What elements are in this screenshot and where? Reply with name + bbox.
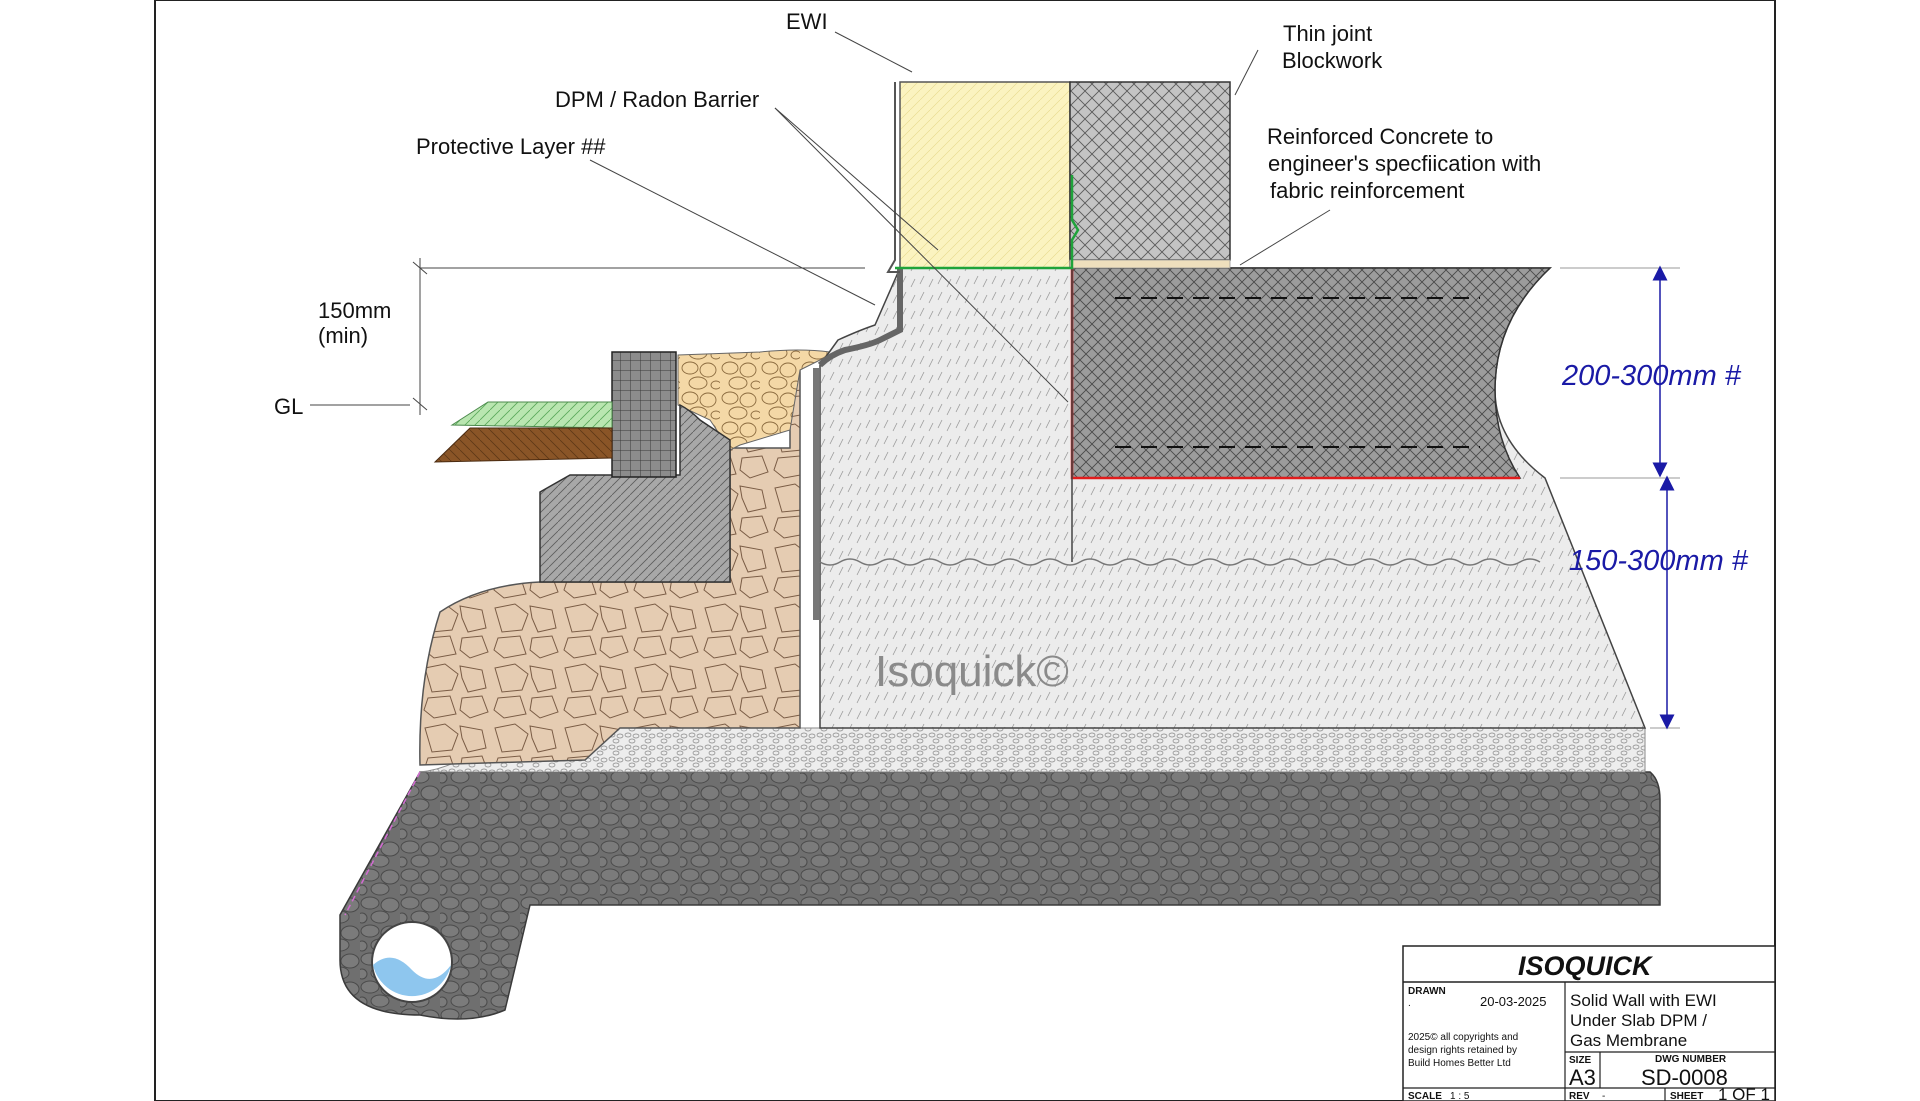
sheet-border [154, 0, 1776, 1101]
tb-size: A3 [1569, 1065, 1596, 1090]
tb-rev: - [1602, 1091, 1605, 1101]
label-concrete-2: engineer's specfiication with [1268, 151, 1541, 176]
grass-strip [450, 401, 613, 429]
title-block: ISOQUICK DRAWN . 20-03-2025 2025© all co… [1402, 945, 1776, 1101]
tb-dwg-label: DWG NUMBER [1655, 1054, 1727, 1065]
tb-copyright-3: Build Homes Better Ltd [1408, 1058, 1511, 1069]
label-gl: GL [274, 394, 303, 419]
label-protective-layer: Protective Layer ## [416, 134, 606, 159]
tb-size-label: SIZE [1569, 1055, 1592, 1066]
drain-pipe [371, 921, 453, 1003]
label-thin-joint: Thin joint [1283, 21, 1372, 46]
tb-company: ISOQUICK [1518, 951, 1654, 981]
label-min: (min) [318, 323, 368, 348]
leader-lines [310, 31, 1331, 406]
tb-sheet: 1 OF 1 [1718, 1085, 1770, 1101]
dim-slab-thickness: 200-300mm # [1561, 360, 1742, 392]
watermark: Isoquick© [875, 647, 1069, 696]
tb-copyright-2: design rights retained by [1408, 1045, 1517, 1056]
tb-scale-label: SCALE [1408, 1091, 1442, 1101]
label-concrete-3: fabric reinforcement [1270, 178, 1464, 203]
tb-title-1: Solid Wall with EWI [1570, 991, 1717, 1010]
ewi-insulation [899, 81, 1071, 269]
tb-dwg-number: SD-0008 [1641, 1065, 1728, 1090]
blue-dimensions [1560, 265, 1680, 730]
gravel-subbase [339, 771, 1661, 1020]
reinforced-slab [1071, 267, 1552, 479]
tb-date: 20-03-2025 [1480, 994, 1547, 1009]
tb-title-3: Gas Membrane [1570, 1031, 1687, 1050]
concrete-footing [539, 403, 731, 583]
label-ewi: EWI [786, 9, 828, 34]
tb-sheet-label: SHEET [1670, 1091, 1703, 1101]
tb-scale: 1 : 5 [1450, 1091, 1470, 1101]
thin-joint-blockwork [1069, 81, 1231, 261]
label-150mm: 150mm [318, 298, 391, 323]
label-blockwork: Blockwork [1282, 48, 1383, 73]
tb-rev-label: REV [1569, 1091, 1590, 1101]
tb-drawn-by: . [1408, 998, 1411, 1009]
label-concrete-1: Reinforced Concrete to [1267, 124, 1493, 149]
tb-title-2: Under Slab DPM / [1570, 1011, 1707, 1030]
min-150-dimension [412, 258, 428, 415]
dim-fill-thickness: 150-300mm # [1569, 545, 1749, 577]
dpc-line [895, 175, 1080, 270]
label-dpm: DPM / Radon Barrier [555, 87, 759, 112]
edging-block [611, 351, 677, 478]
soil-strip [433, 427, 613, 463]
tb-drawn-label: DRAWN [1408, 986, 1446, 997]
stone-backfill [419, 359, 801, 766]
tb-copyright-1: 2025© all copyrights and [1408, 1032, 1518, 1043]
